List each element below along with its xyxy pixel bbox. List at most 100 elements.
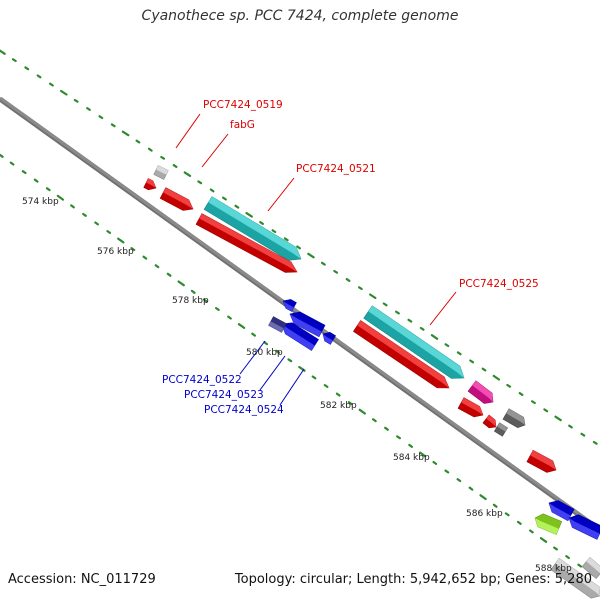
outer-tick-mark	[518, 392, 524, 396]
gene-gray-dark-shape-highlight	[506, 408, 525, 425]
leader-pcc7424-0521	[267, 177, 295, 212]
gene-gray-dark-2-shape-highlight	[497, 422, 508, 432]
outer-tick-mark	[554, 415, 562, 422]
gene-blue-right-1-shape[interactable]	[548, 500, 575, 522]
gene-label-fabg[interactable]: fabG	[230, 119, 255, 131]
outer-tick-mark	[369, 293, 377, 300]
gene-gray-light-3-shape[interactable]	[581, 556, 600, 580]
outer-tick-mark	[456, 351, 462, 356]
outer-tick-mark	[135, 139, 141, 144]
inner-tick-mark	[154, 264, 160, 269]
outer-tick-mark	[121, 130, 130, 137]
gene-blue-large-shape[interactable]	[289, 311, 326, 338]
gene-pcc7424-0523-shape-highlight	[282, 324, 315, 351]
outer-tick-mark	[444, 343, 450, 348]
inner-tick-mark	[56, 194, 65, 201]
leader-pcc7424-0523	[259, 355, 286, 391]
outer-tick-mark	[345, 278, 351, 282]
scale-label-584: 584 kbp	[393, 453, 430, 463]
outer-tick-mark	[234, 204, 240, 209]
gene-forward-red-5-shape[interactable]	[482, 414, 497, 429]
outer-tick-mark	[222, 196, 227, 201]
outer-tick-mark	[430, 334, 439, 340]
leader-pcc7424-0519	[175, 113, 201, 149]
gene-lime-shape[interactable]	[534, 513, 563, 535]
gene-forward-red-1-shape-highlight	[163, 187, 193, 209]
inner-tick-mark	[396, 435, 401, 440]
inner-tick-mark	[142, 255, 148, 260]
inner-tick-mark	[468, 486, 474, 491]
outer-tick-mark	[86, 106, 91, 112]
gene-lime-shape-highlight	[535, 518, 559, 535]
outer-tick-mark	[11, 58, 17, 63]
scale-label-574: 574 kbp	[22, 197, 59, 207]
inner-tick-mark	[94, 221, 100, 226]
outer-tick-mark	[24, 66, 30, 71]
outer-tick-mark	[320, 261, 326, 266]
outer-tick-mark	[36, 74, 42, 79]
gene-blue-small-shape[interactable]	[282, 299, 297, 312]
inner-tick-mark	[492, 503, 498, 508]
gene-label-pcc7424-0519[interactable]: PCC7424_0519	[203, 99, 283, 111]
gene-forward-red-3-shape[interactable]	[352, 320, 450, 389]
gene-blue-small-shape-highlight	[283, 301, 294, 312]
inner-tick-mark	[0, 153, 4, 158]
inner-tick-mark	[263, 341, 269, 346]
outer-tick-mark	[469, 359, 475, 364]
scale-labels: 574 kbp 576 kbp 578 kbp 580 kbp 582 kbp …	[22, 197, 572, 574]
inner-tick-mark	[9, 161, 15, 166]
outer-tick-mark	[419, 326, 425, 331]
gene-gray-dark-shape[interactable]	[502, 408, 526, 429]
gene-label-pcc7424-0525[interactable]: PCC7424_0525	[459, 278, 539, 290]
gene-pcc7424-0524-shape-highlight	[323, 334, 333, 345]
gene-blue-right-2-shape[interactable]	[568, 514, 600, 540]
outer-tick-mark	[382, 302, 388, 307]
inner-tick-mark	[202, 298, 208, 303]
gene-label-pcc7424-0524[interactable]: PCC7424_0524	[204, 404, 284, 416]
outer-tick-mark	[395, 310, 400, 315]
inner-tick-mark	[215, 307, 220, 311]
outer-tick-mark	[492, 374, 501, 381]
gene-pcc7424-0524-shape[interactable]	[322, 331, 337, 345]
outer-tick-mark	[48, 82, 54, 87]
gene-label-pcc7424-0523[interactable]: PCC7424_0523	[184, 389, 264, 401]
outer-tick-mark	[245, 212, 253, 218]
scale-label-582: 582 kbp	[320, 401, 357, 411]
leader-pcc7424-0522	[239, 340, 266, 375]
outer-tick-mark	[160, 155, 166, 160]
gene-label-pcc7424-0522[interactable]: PCC7424_0522	[162, 374, 242, 386]
inner-tick-mark	[70, 204, 75, 209]
outer-tick-mark	[197, 180, 203, 185]
gene-pcc7424-0525-shape[interactable]	[363, 305, 465, 379]
gene-features	[143, 165, 600, 599]
gene-magenta-shape[interactable]	[467, 380, 494, 404]
outer-tick-mark	[481, 367, 487, 372]
inner-tick-mark	[82, 212, 87, 217]
gene-fabg-shape[interactable]	[143, 178, 157, 191]
inner-tick-mark	[444, 469, 450, 474]
inner-tick-mark	[190, 289, 196, 294]
outer-tick-mark	[580, 432, 586, 437]
gene-label-pcc7424-0521[interactable]: PCC7424_0521	[296, 163, 376, 175]
map-title: Cyanothece sp. PCC 7424, complete genome	[141, 8, 459, 24]
gene-forward-red-6-shape[interactable]	[526, 449, 557, 473]
gene-forward-red-1-shape[interactable]	[159, 187, 194, 211]
gene-forward-red-2-shape[interactable]	[195, 213, 298, 273]
outer-tick-mark	[506, 383, 512, 388]
gene-pcc7424-0519-shape[interactable]	[153, 165, 169, 180]
outer-tick-mark	[592, 440, 598, 445]
gene-forward-red-2-shape-highlight	[199, 213, 297, 272]
inner-tick-mark	[227, 315, 232, 320]
gene-gray-dark-2-shape[interactable]	[493, 422, 509, 437]
gene-pcc7424-0521-shape[interactable]	[203, 196, 302, 261]
gene-pcc7424-0522-shape[interactable]	[268, 316, 287, 333]
gene-forward-red-4-shape[interactable]	[457, 397, 484, 418]
inner-tick-mark	[456, 478, 462, 483]
scale-label-578: 578 kbp	[172, 296, 209, 306]
inner-tick-mark	[335, 392, 341, 397]
gene-gray-light-2-shape-highlight	[555, 558, 600, 596]
inner-tick-mark	[275, 349, 281, 354]
inner-tick-mark	[117, 237, 125, 244]
